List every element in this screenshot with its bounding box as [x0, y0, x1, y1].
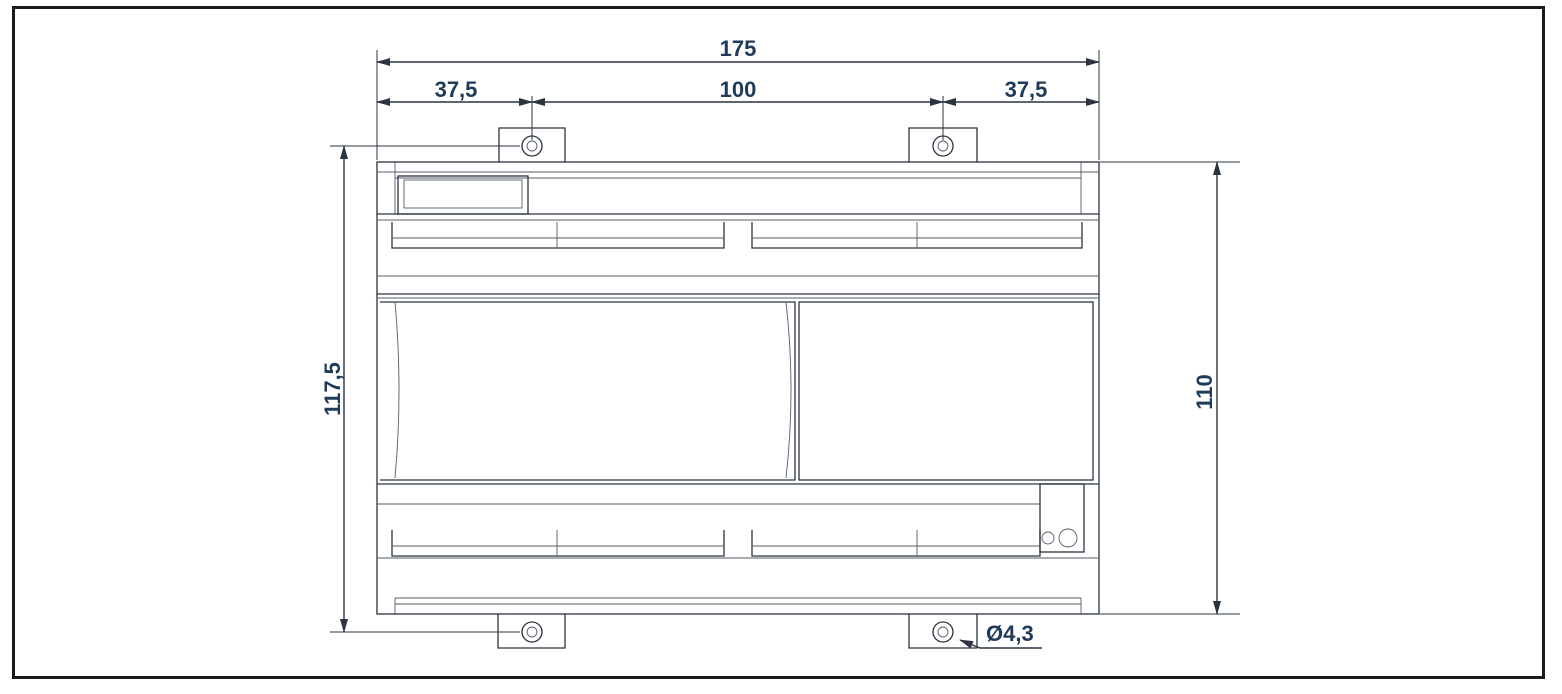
top-terminal-row: [391, 222, 1083, 249]
hole-diameter-leader: [959, 639, 1042, 649]
dimension-lines: [340, 58, 1221, 649]
side-connector: [1039, 483, 1085, 553]
right-offset-label: 37,5: [1005, 77, 1048, 102]
mounting-hole-icon: [932, 621, 954, 643]
left-offset-label: 37,5: [435, 77, 478, 102]
connector-circle-icon: [1058, 528, 1078, 548]
device-outline: [376, 161, 1100, 615]
mounting-hole-icon: [521, 621, 543, 643]
bottom-terminal-row: [391, 530, 1041, 557]
hole-diameter-label: Ø4,3: [986, 621, 1034, 646]
body-height-label: 110: [1192, 374, 1217, 410]
overall-width-label: 175: [720, 36, 757, 61]
mounting-tab-bottom-left: [497, 614, 566, 649]
drawing-frame: [12, 6, 1545, 679]
front-cover-right: [798, 301, 1094, 481]
overall-height-label: 117,5: [320, 362, 345, 416]
front-cover: [380, 301, 1094, 481]
hole-spacing-label: 100: [720, 77, 757, 102]
device-body: [376, 161, 1100, 615]
front-cover-left: [380, 301, 796, 481]
mounting-tab-bottom-right: [908, 614, 978, 649]
extension-lines: [330, 50, 1240, 633]
